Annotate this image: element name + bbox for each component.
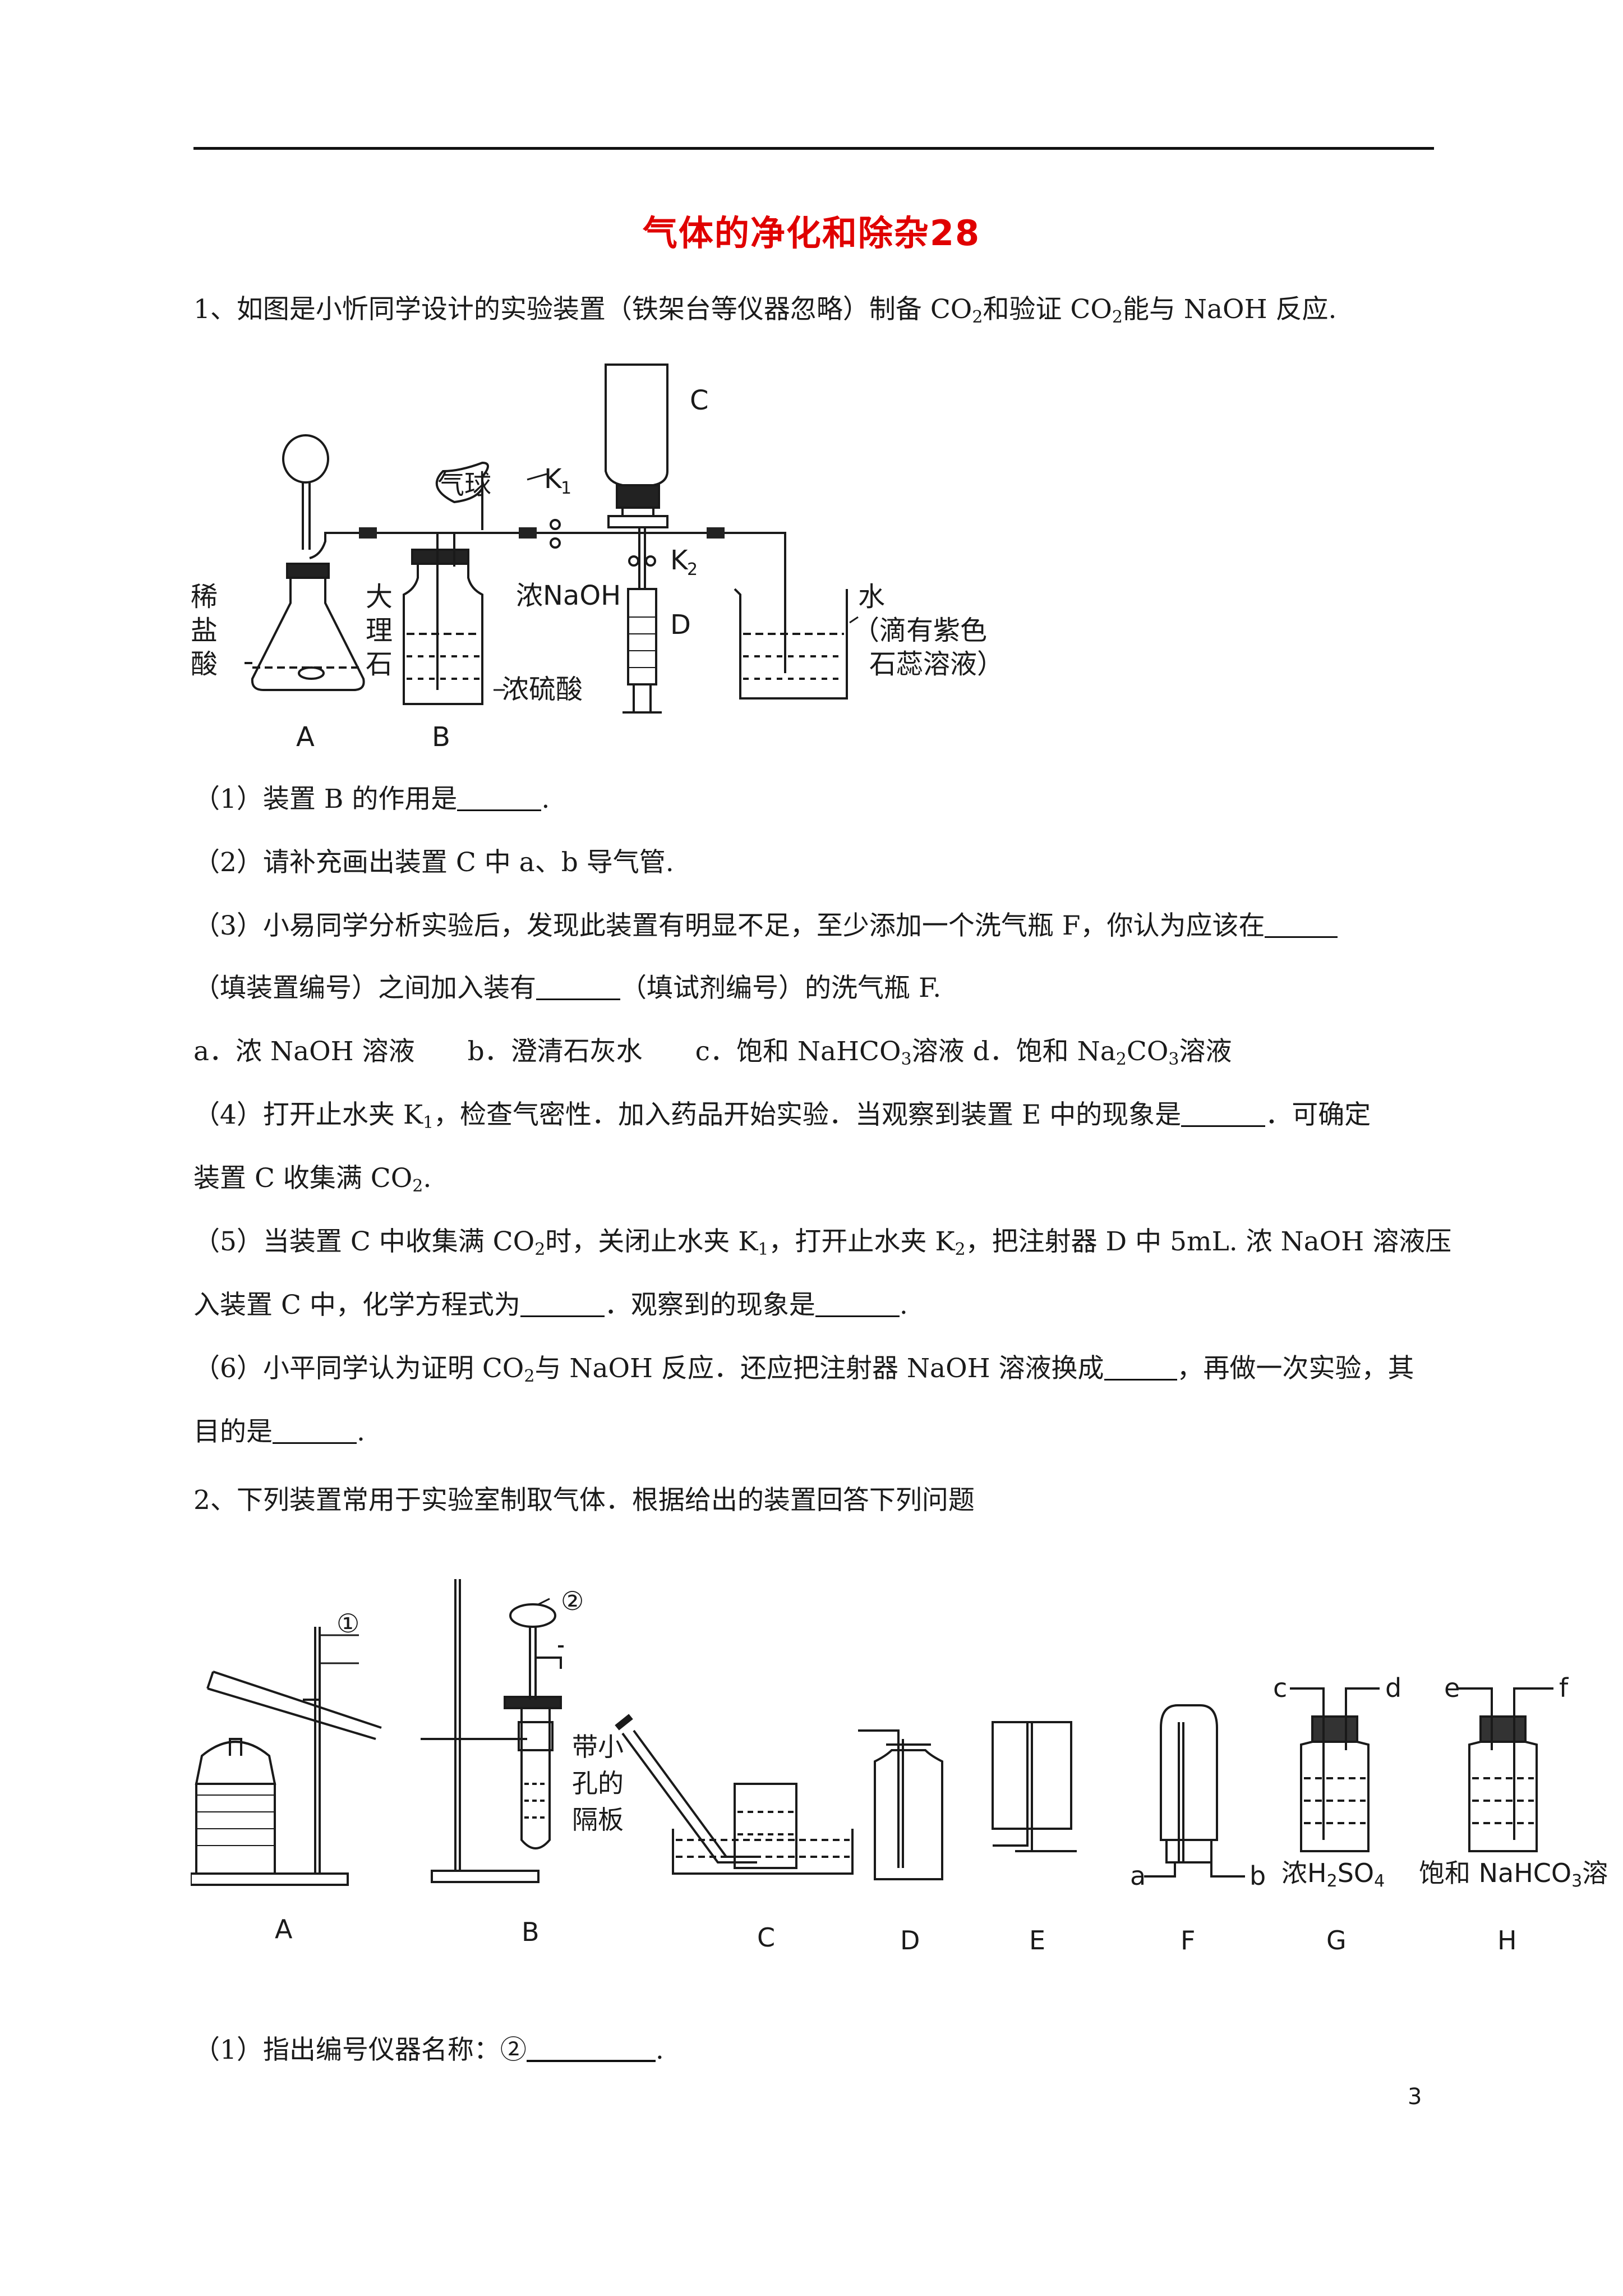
apparatus-c [615,1714,854,1875]
beaker-e [734,588,848,700]
svg-text:气球: 气球 [437,469,491,500]
svg-text:浓H2SO4: 浓H2SO4 [1281,1858,1385,1891]
q1-s5b: 入装置 C 中，化学方程式为．观察到的现象是. [193,1290,908,1320]
svg-text:C: C [690,385,709,416]
apparatus-h [1458,1687,1553,1852]
svg-text:水: 水 [858,581,885,613]
apparatus-e [992,1721,1077,1852]
apparatus-a [191,1627,382,1886]
q1-options: a．浓 NaOH 溶液 b．澄清石灰水 c．饱和 NaHCO3溶液 d．饱和 N… [193,1036,1232,1069]
q2-stem: 2、下列装置常用于实验室制取气体．根据给出的装置回答下列问题 [193,1485,975,1516]
svg-text:盐: 盐 [191,615,218,646]
svg-text:石蕊溶液）: 石蕊溶液） [869,648,1004,680]
balloon [435,461,489,530]
svg-text:理: 理 [366,615,393,646]
q1-apparatus-figure: C 气球 K 1 K 2 稀 盐 酸 大 理 石 浓NaOH D 浓硫酸 水 （… [191,364,1004,753]
svg-text:浓NaOH: 浓NaOH [516,580,621,611]
svg-text:石: 石 [366,648,393,680]
apparatus-d [858,1729,943,1880]
svg-text:2: 2 [687,560,698,579]
q2-s1: （1）指出编号仪器名称：②. [193,2035,664,2065]
svg-text:酸: 酸 [191,648,218,680]
svg-text:H: H [1497,1925,1517,1955]
svg-text:②: ② [561,1586,584,1616]
svg-text:K: K [670,545,689,576]
svg-text:e: e [1444,1673,1460,1703]
bottle-c [605,364,668,528]
q1-stem: 1、如图是小忻同学设计的实验装置（铁架台等仪器忽略）制备 CO2和验证 CO2能… [193,294,1337,327]
svg-text:B: B [432,721,450,753]
apparatus-g [1290,1687,1380,1852]
q1-s1: （1）装置 B 的作用是. [193,784,550,815]
svg-text:（滴有紫色: （滴有紫色 [852,615,987,646]
q1-s4a: （4）打开止水夹 K1，检查气密性．加入药品开始实验．当观察到装置 E 中的现象… [193,1099,1371,1133]
svg-text:带小: 带小 [572,1732,624,1762]
svg-text:F: F [1181,1925,1195,1955]
svg-text:孔的: 孔的 [572,1768,624,1798]
svg-text:A: A [296,721,315,753]
svg-text:G: G [1326,1925,1347,1955]
svg-text:c: c [1273,1673,1287,1703]
svg-text:稀: 稀 [191,581,218,613]
svg-text:大: 大 [366,581,393,613]
svg-text:d: d [1385,1673,1401,1703]
header-rule [193,147,1434,150]
svg-text:D: D [900,1925,920,1955]
apparatus-b [421,1579,564,1883]
svg-text:①: ① [336,1608,359,1639]
q1-s3b: （填装置编号）之间加入装有（填试剂编号）的洗气瓶 F. [193,973,942,1004]
q1-s3a: （3）小易同学分析实验后，发现此装置有明显不足，至少添加一个洗气瓶 F，你认为应… [193,909,1338,943]
svg-text:K: K [544,463,562,495]
svg-text:A: A [275,1914,293,1944]
svg-text:饱和 NaHCO3溶: 饱和 NaHCO3溶 [1419,1858,1608,1891]
q1-s2: （2）请补充画出装置 C 中 a、b 导气管. [193,847,674,878]
flask-a [245,434,505,691]
q1-s6b: 目的是. [193,1416,365,1447]
page-title: 气体的净化和除杂28 [642,213,981,254]
svg-text:浓硫酸: 浓硫酸 [502,674,583,705]
q1-s5a: （5）当装置 C 中收集满 CO2时，关闭止水夹 K1，打开止水夹 K2，把注射… [193,1226,1452,1259]
svg-text:E: E [1029,1925,1045,1955]
q2-apparatus-figure: ① ② 带小 孔的 隔板 c d e f a b 浓H2SO4 饱和 NaHCO… [191,1579,1608,1955]
svg-text:1: 1 [561,478,571,498]
svg-text:D: D [670,609,691,641]
bottle-b [403,533,483,705]
syringe-d [623,527,662,714]
apparatus-f [1144,1704,1245,1878]
svg-text:隔板: 隔板 [572,1805,624,1835]
svg-text:C: C [757,1922,775,1953]
q1-s4b: 装置 C 收集满 CO2. [193,1163,432,1196]
svg-text:b: b [1249,1861,1266,1891]
svg-text:f: f [1559,1673,1569,1703]
q1-s6a: （6）小平同学认为证明 CO2与 NaOH 反应．还应把注射器 NaOH 溶液换… [193,1353,1414,1386]
page-number: 3 [1408,2084,1422,2110]
svg-text:B: B [522,1917,540,1947]
svg-text:a: a [1130,1861,1146,1891]
